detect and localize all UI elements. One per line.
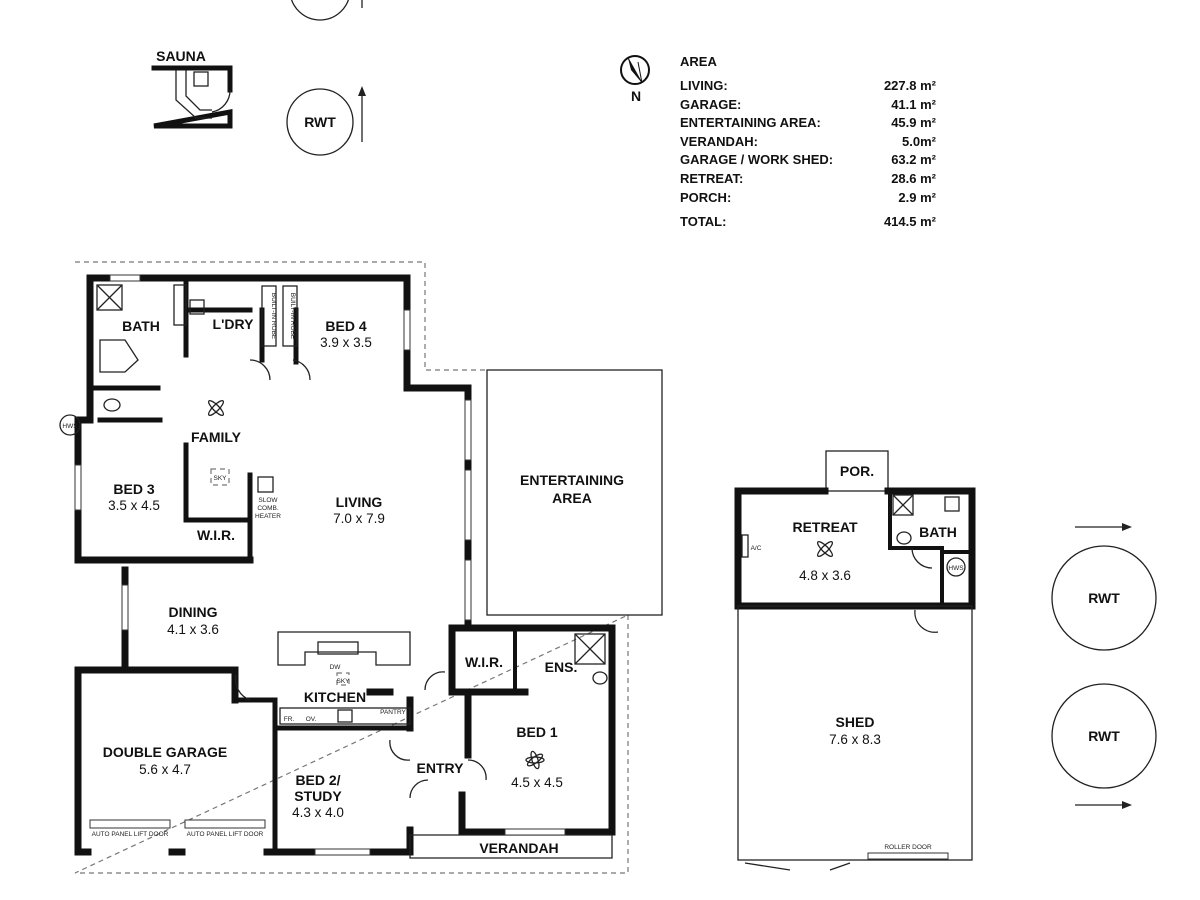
porch-outline (825, 450, 889, 492)
room-bed2-dim: 4.3 x 4.0 (292, 805, 344, 820)
ceiling-fan-icon (207, 399, 225, 417)
skylight-label: SKY (213, 475, 227, 482)
room-dining: DINING (169, 604, 218, 620)
rwt-tank: RWT (1051, 683, 1157, 789)
room-bed4-dim: 3.9 x 3.5 (320, 335, 372, 350)
area-row-label: GARAGE / WORK SHED: (680, 152, 833, 167)
roller-door-label: ROLLER DOOR (884, 844, 932, 851)
room-shed: SHED (836, 714, 875, 730)
area-row-value: 2.9 m² (898, 190, 936, 205)
rwt-label: RWT (1088, 728, 1120, 744)
room-bed2: BED 2/ (295, 772, 340, 788)
hws-icon (59, 414, 81, 436)
pantry-label: PANTRY (380, 709, 406, 716)
heater-label: HEATER (255, 513, 281, 520)
area-row-value: 45.9 m² (891, 115, 936, 130)
room-bath: BATH (122, 318, 160, 334)
area-row-label: ENTERTAINING AREA: (680, 115, 821, 130)
ceiling-fan-icon (525, 750, 545, 770)
area-row-value: 5.0m² (902, 134, 937, 149)
area-table: AREA LIVING: 227.8 m² GARAGE: 41.1 m² EN… (680, 54, 937, 229)
area-row-label: PORCH: (680, 190, 731, 205)
garage-door-label: AUTO PANEL LIFT DOOR (187, 831, 264, 838)
room-retreat-dim: 4.8 x 3.6 (799, 568, 851, 583)
room-porch: POR. (840, 463, 874, 479)
sauna-label: SAUNA (156, 48, 206, 64)
room-garage-dim: 5.6 x 4.7 (139, 762, 191, 777)
robe-label: BUILT-IN ROBE (270, 293, 277, 340)
room-living-dim: 7.0 x 7.9 (333, 511, 385, 526)
shed-building: POR. RETREAT 4.8 x 3.6 A/C BATH HWS SHED… (734, 450, 976, 871)
room-shed-dim: 7.6 x 8.3 (829, 732, 881, 747)
room-entertaining: AREA (552, 490, 592, 506)
room-bed1: BED 1 (516, 724, 557, 740)
room-laundry: L'DRY (213, 316, 255, 332)
area-row-label: LIVING: (680, 78, 728, 93)
room-bed3: BED 3 (113, 481, 154, 497)
rwt-label: RWT (304, 114, 336, 130)
area-total-value: 414.5 m² (884, 214, 937, 229)
arrow-east-icon (1075, 523, 1132, 531)
room-shed-bath: BATH (919, 524, 957, 540)
room-living: LIVING (336, 494, 383, 510)
room-wir-bed1: W.I.R. (465, 654, 503, 670)
fridge-label: FR. (284, 716, 295, 723)
area-row-label: RETREAT: (680, 171, 743, 186)
room-garage: DOUBLE GARAGE (103, 744, 227, 760)
compass-label: N (631, 88, 641, 104)
area-total-label: TOTAL: (680, 214, 726, 229)
area-row-value: 63.2 m² (891, 152, 936, 167)
room-verandah: VERANDAH (479, 840, 558, 856)
room-bed4: BED 4 (325, 318, 366, 334)
entertaining-area-outline (486, 369, 663, 616)
room-retreat: RETREAT (792, 519, 858, 535)
room-wir-bed3: W.I.R. (197, 527, 235, 543)
hws-label: HWS (62, 423, 78, 430)
room-bed3-dim: 3.5 x 4.5 (108, 498, 160, 513)
room-entertaining: ENTERTAINING (520, 472, 624, 488)
area-title: AREA (680, 54, 717, 69)
garage-door-label: AUTO PANEL LIFT DOOR (92, 831, 169, 838)
area-row-label: VERANDAH: (680, 134, 758, 149)
robe-label: BUILT-IN ROBE (289, 293, 296, 340)
ceiling-fan-icon (816, 540, 834, 558)
rwt-tank: RWT (286, 88, 354, 156)
heater-label: COMB. (257, 505, 279, 512)
compass-icon: N (620, 55, 650, 104)
oven-label: OV. (306, 716, 317, 723)
room-bed1-dim: 4.5 x 4.5 (511, 775, 563, 790)
dishwasher-label: DW (330, 664, 342, 671)
ac-label: A/C (751, 545, 762, 552)
hws-icon (946, 557, 966, 577)
room-ensuite: ENS. (545, 659, 578, 675)
sauna: SAUNA (151, 48, 233, 129)
room-entry: ENTRY (417, 760, 465, 776)
area-row-value: 41.1 m² (891, 97, 936, 112)
rwt-tank: RWT (1051, 545, 1157, 651)
area-row-value: 227.8 m² (884, 78, 937, 93)
rwt-label: RWT (1088, 590, 1120, 606)
heater-label: SLOW (258, 497, 278, 504)
skylight-label: SKY (336, 678, 350, 685)
arrow-east-icon (1075, 801, 1132, 809)
room-dining-dim: 4.1 x 3.6 (167, 622, 219, 637)
main-house: BUILT-IN ROBE BUILT-IN ROBE (59, 261, 663, 874)
area-row-label: GARAGE: (680, 97, 741, 112)
room-bed2: STUDY (294, 788, 342, 804)
room-family: FAMILY (191, 429, 242, 445)
arrow-north-icon (358, 86, 366, 142)
area-row-value: 28.6 m² (891, 171, 936, 186)
hws-label: HWS (948, 565, 964, 572)
rwt-tank-partial (291, 0, 349, 21)
boundary-line (74, 261, 629, 874)
room-kitchen: KITCHEN (304, 689, 366, 705)
